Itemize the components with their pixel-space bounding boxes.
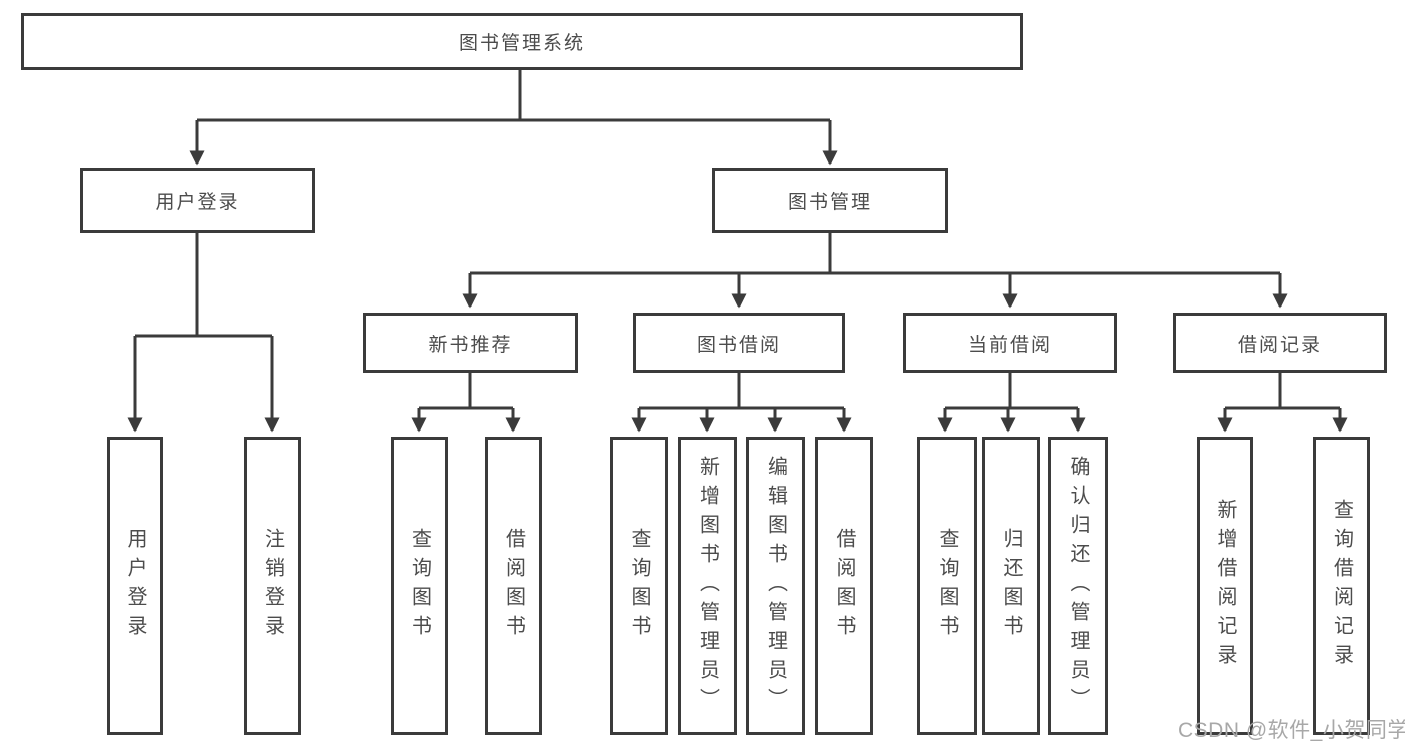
- node-user-login: 用户登录: [80, 168, 315, 233]
- node-current-borrowing: 当前借阅: [903, 313, 1117, 373]
- node-query-books-current: 查询图书: [917, 437, 977, 735]
- node-borrowing-records: 借阅记录: [1173, 313, 1387, 373]
- node-query-borrow-record-label: 查询借阅记录: [1330, 499, 1353, 673]
- node-user-login-leaf: 用户登录: [107, 437, 163, 735]
- node-add-borrow-record-label: 新增借阅记录: [1214, 499, 1236, 673]
- node-return-book: 归还图书: [982, 437, 1040, 735]
- node-borrow-books-recommend: 借阅图书: [485, 437, 542, 735]
- node-query-books-recommend: 查询图书: [391, 437, 448, 735]
- node-logout: 注销登录: [244, 437, 301, 735]
- node-logout-label: 注销登录: [261, 528, 284, 644]
- node-query-books-borrowing: 查询图书: [610, 437, 668, 735]
- node-library-management-system: 图书管理系统: [21, 13, 1023, 70]
- node-add-book-admin-label: 新增图书（管理员）: [696, 455, 719, 717]
- node-query-books-current-label: 查询图书: [936, 528, 958, 644]
- node-query-books-recommend-label: 查询图书: [408, 528, 431, 644]
- csdn-watermark: CSDN @软件_小贺同学: [1178, 719, 1405, 742]
- node-edit-book-admin-label: 编辑图书（管理员）: [764, 455, 787, 717]
- node-borrow-books-borrowing: 借阅图书: [815, 437, 873, 735]
- node-book-borrowing: 图书借阅: [633, 313, 845, 373]
- node-query-books-borrowing-label: 查询图书: [628, 528, 650, 644]
- node-borrow-books-recommend-label: 借阅图书: [502, 528, 525, 644]
- node-add-borrow-record: 新增借阅记录: [1197, 437, 1253, 735]
- node-new-book-recommend: 新书推荐: [363, 313, 578, 373]
- node-return-book-label: 归还图书: [1000, 528, 1022, 644]
- node-confirm-return-admin: 确认归还（管理员）: [1048, 437, 1108, 735]
- node-book-management: 图书管理: [712, 168, 948, 233]
- node-user-login-leaf-label: 用户登录: [124, 528, 146, 644]
- node-query-borrow-record: 查询借阅记录: [1313, 437, 1370, 735]
- node-borrow-books-borrowing-label: 借阅图书: [833, 528, 855, 644]
- node-edit-book-admin: 编辑图书（管理员）: [746, 437, 805, 735]
- node-confirm-return-admin-label: 确认归还（管理员）: [1067, 455, 1089, 717]
- node-add-book-admin: 新增图书（管理员）: [678, 437, 737, 735]
